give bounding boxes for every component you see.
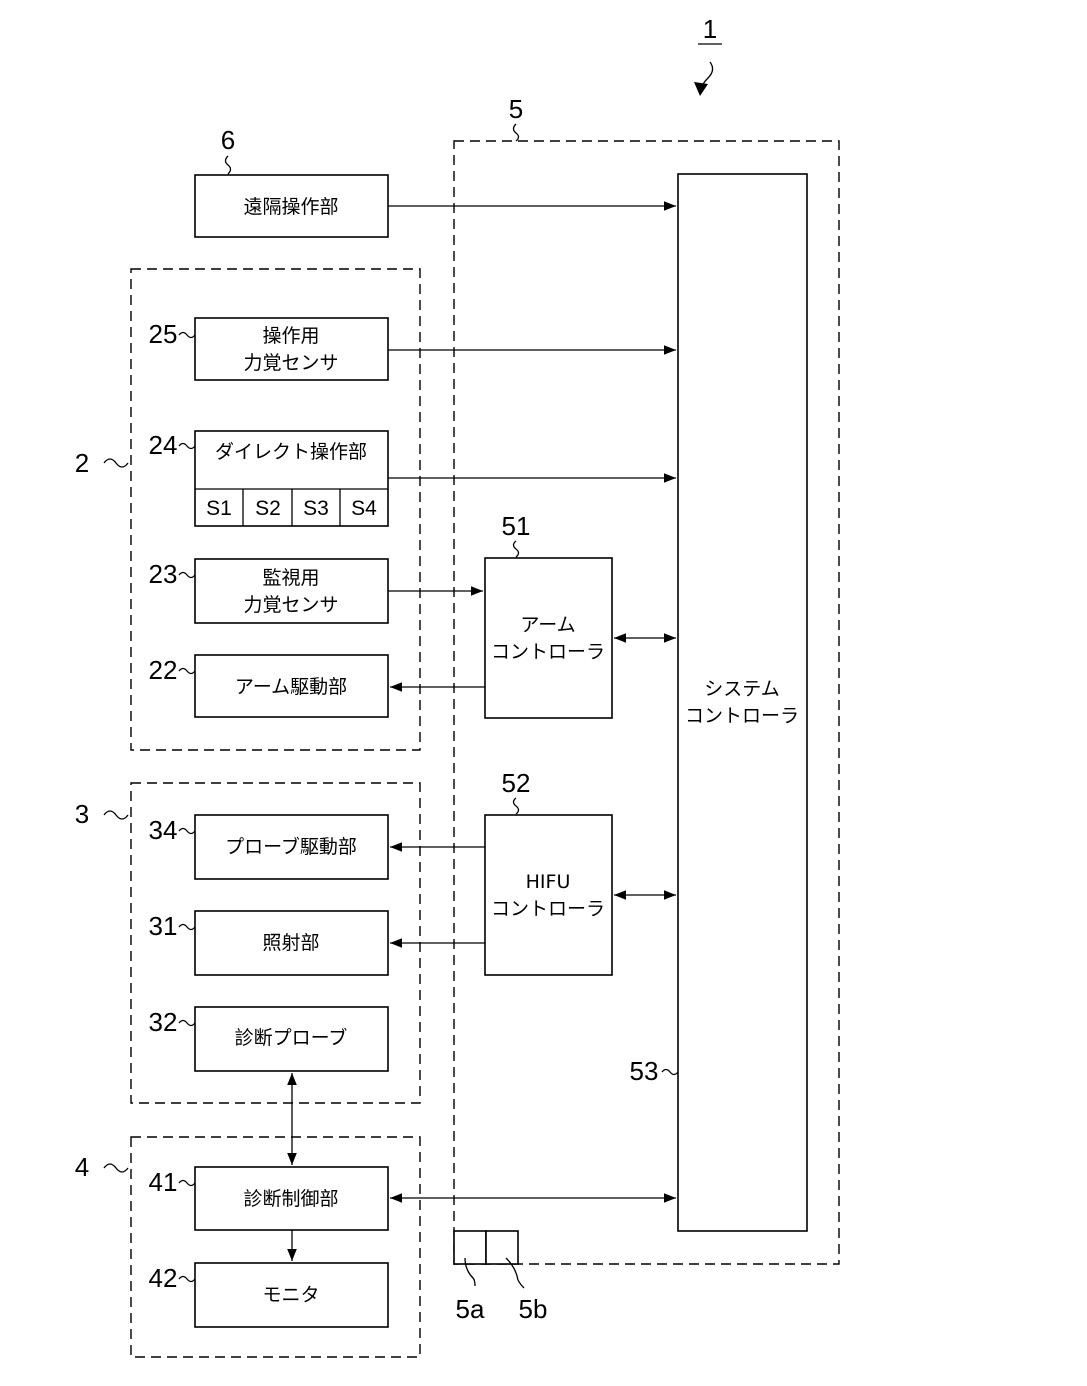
ref-diag-probe-leader: [179, 1021, 195, 1026]
label-remote-operation: 遠隔操作部: [243, 196, 338, 218]
ref-port-b: 5b: [519, 1294, 548, 1324]
label-diagnostic-probe: 診断プローブ: [235, 1026, 348, 1049]
ref-port-a: 5a: [456, 1294, 485, 1324]
label-arm-drive: アーム駆動部: [235, 676, 347, 698]
ref-arm-drive: 22: [149, 655, 178, 685]
switch-s1: S1: [206, 497, 232, 520]
ref-force-mon: 23: [149, 559, 178, 589]
label-diagnostic-control: 診断制御部: [243, 1188, 338, 1210]
ref-monitor-leader: [179, 1277, 195, 1282]
label-force-sensor-operation-1: 操作用: [262, 325, 319, 347]
label-force-sensor-operation-2: 力覚センサ: [243, 352, 338, 374]
ref-diagnosis-unit-leader: [104, 1164, 128, 1172]
label-irradiation: 照射部: [262, 932, 319, 954]
ref-controller-unit-leader: [514, 124, 519, 141]
ref-controller-unit: 5: [509, 94, 523, 124]
ref-hifu-unit-leader: [104, 811, 128, 819]
ref-probe-drive: 34: [149, 815, 178, 845]
port-5b: [486, 1231, 518, 1264]
switch-s3: S3: [303, 497, 329, 520]
ref-force-mon-leader: [179, 573, 195, 578]
ref-monitor: 42: [149, 1263, 178, 1293]
ref-direct-op-leader: [179, 444, 195, 449]
ref-force-op: 25: [149, 319, 178, 349]
ref-diagnosis-unit: 4: [75, 1152, 89, 1182]
ref-arm-ctrl-leader: [514, 541, 519, 557]
port-5a: [454, 1231, 486, 1264]
label-hifu-controller-1: HIFU: [526, 871, 571, 893]
ref-probe-drive-leader: [179, 829, 195, 834]
ref-hifu-ctrl-leader: [514, 798, 519, 814]
ref-arm-ctrl: 51: [502, 511, 531, 541]
ref-irradiation-leader: [179, 925, 195, 930]
label-force-sensor-monitoring-2: 力覚センサ: [243, 594, 338, 616]
ref-system-arrowhead: [694, 82, 708, 96]
ref-direct-op: 24: [149, 430, 178, 460]
ref-arm-unit: 2: [75, 448, 89, 478]
label-arm-controller-2: コントローラ: [491, 641, 605, 663]
ref-diag-ctrl: 41: [149, 1167, 178, 1197]
ref-arm-unit-leader: [104, 459, 128, 467]
ref-arm-drive-leader: [179, 669, 195, 674]
label-system-controller-1: システム: [704, 678, 779, 700]
ref-irradiation: 31: [149, 911, 178, 941]
label-direct-operation: ダイレクト操作部: [215, 441, 367, 463]
ref-diag-ctrl-leader: [179, 1181, 195, 1186]
ref-remote-leader: [226, 156, 231, 174]
label-probe-drive: プローブ駆動部: [225, 835, 357, 858]
ref-hifu-ctrl: 52: [502, 768, 531, 798]
label-force-sensor-monitoring-1: 監視用: [262, 567, 319, 589]
switch-s4: S4: [351, 497, 377, 520]
block-hifu-controller: [485, 815, 612, 975]
ref-system: 1: [703, 14, 717, 44]
block-arm-controller: [485, 558, 612, 718]
ref-hifu-unit: 3: [75, 799, 89, 829]
switch-s2: S2: [255, 497, 281, 520]
label-system-controller-2: コントローラ: [685, 705, 799, 727]
ref-remote: 6: [221, 125, 235, 155]
ref-sys-ctrl-leader: [662, 1070, 678, 1075]
ref-force-op-leader: [179, 333, 195, 338]
label-monitor: モニタ: [262, 1284, 319, 1306]
label-hifu-controller-2: コントローラ: [491, 898, 605, 920]
block-system-controller: [678, 174, 807, 1231]
ref-diag-probe: 32: [149, 1007, 178, 1037]
label-arm-controller-1: アーム: [520, 614, 575, 636]
ref-sys-ctrl: 53: [630, 1056, 659, 1086]
